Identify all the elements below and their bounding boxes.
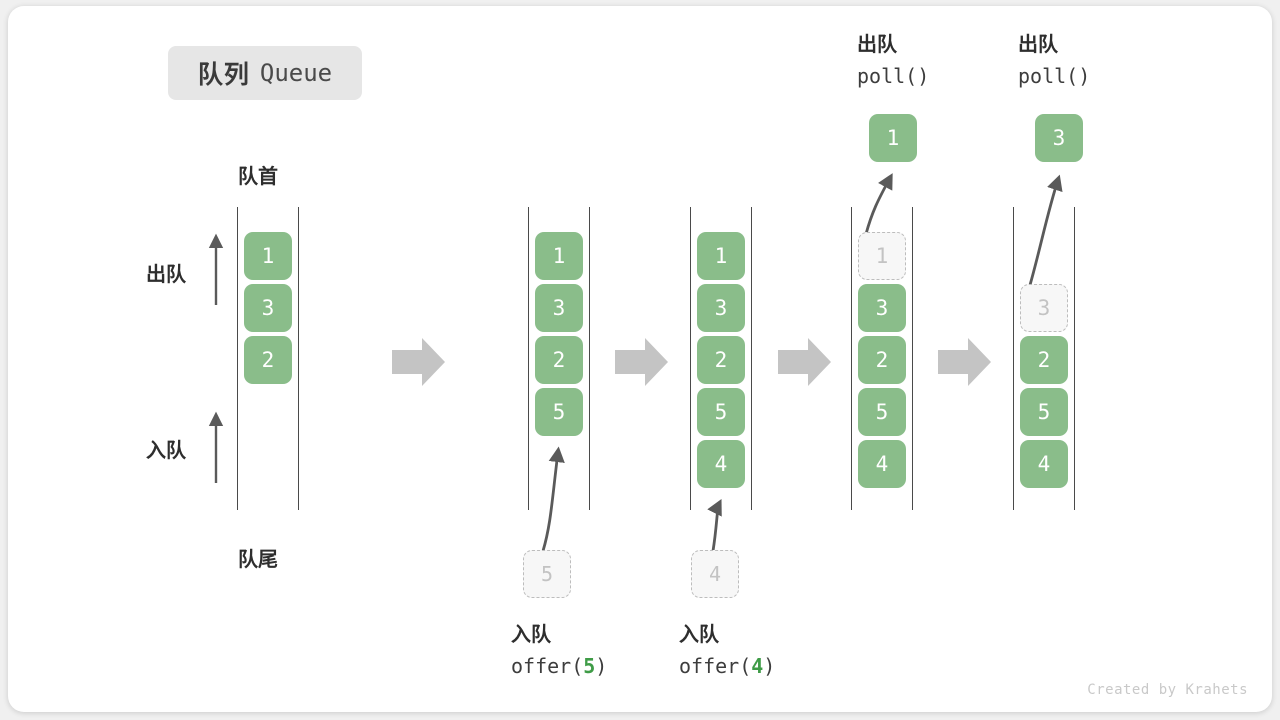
queue-cell: 4 — [697, 440, 745, 488]
enqueue-side-label: 入队 — [146, 434, 186, 463]
queue-rail-right — [589, 207, 590, 510]
title-badge: 队列 Queue — [168, 46, 362, 100]
queue-column-offer-4: 1 3 2 5 4 — [690, 207, 752, 510]
caption-code-pre: offer( — [511, 654, 584, 678]
incoming-element-4: 4 — [691, 550, 739, 598]
caption-code: poll() — [1018, 61, 1090, 92]
queue-cell: 2 — [858, 336, 906, 384]
queue-rail-right — [912, 207, 913, 510]
caption-poll-3: 出队 poll() — [1018, 30, 1090, 92]
credit-text: Created by Krahets — [1087, 682, 1248, 698]
queue-cell: 1 — [535, 232, 583, 280]
diagram-card — [8, 6, 1272, 712]
caption-cn: 出队 — [1018, 34, 1058, 56]
caption-offer-4: 入队 offer(4) — [679, 620, 775, 682]
caption-code-pre: offer( — [679, 654, 752, 678]
queue-cell: 4 — [858, 440, 906, 488]
caption-code: poll() — [857, 61, 929, 92]
queue-cell: 5 — [858, 388, 906, 436]
queue-rail-left — [851, 207, 852, 510]
caption-code-post: ) — [917, 64, 930, 88]
caption-code-arg: 5 — [583, 654, 596, 678]
queue-column-initial: 1 3 2 — [237, 207, 299, 510]
queue-cell: 1 — [697, 232, 745, 280]
caption-cn: 入队 — [511, 624, 551, 646]
queue-cell-removed: 3 — [1020, 284, 1068, 332]
queue-column-poll-1: 1 3 2 5 4 — [851, 207, 913, 510]
queue-cell: 5 — [697, 388, 745, 436]
queue-cell: 3 — [697, 284, 745, 332]
queue-rail-right — [1074, 207, 1075, 510]
queue-rail-left — [690, 207, 691, 510]
queue-cell: 2 — [697, 336, 745, 384]
caption-code: offer(4) — [679, 651, 775, 682]
queue-cell: 2 — [535, 336, 583, 384]
queue-cell: 5 — [1020, 388, 1068, 436]
queue-cell: 3 — [535, 284, 583, 332]
queue-cell: 2 — [244, 336, 292, 384]
title-chinese: 队列 — [197, 61, 250, 89]
caption-code-post: ) — [595, 654, 608, 678]
caption-code-post: ) — [1078, 64, 1091, 88]
queue-cell: 3 — [858, 284, 906, 332]
caption-offer-5: 入队 offer(5) — [511, 620, 607, 682]
queue-rear-label: 队尾 — [238, 549, 278, 571]
caption-cn: 入队 — [679, 624, 719, 646]
queue-rail-left — [1013, 207, 1014, 510]
dequeued-element-3: 3 — [1035, 114, 1083, 162]
dequeued-element-1: 1 — [869, 114, 917, 162]
title-english: Queue — [259, 59, 333, 87]
queue-cell: 5 — [535, 388, 583, 436]
queue-rail-right — [751, 207, 752, 510]
queue-cell: 3 — [244, 284, 292, 332]
queue-cell: 1 — [244, 232, 292, 280]
queue-column-offer-5: 1 3 2 5 — [528, 207, 590, 510]
caption-poll-1: 出队 poll() — [857, 30, 929, 92]
queue-front-label: 队首 — [238, 166, 278, 188]
caption-code-pre: poll( — [857, 64, 918, 88]
enqueue-side-label-text: 入队 — [146, 440, 186, 462]
dequeue-side-label: 出队 — [146, 258, 186, 287]
caption-code-arg: 4 — [751, 654, 764, 678]
caption-cn: 出队 — [857, 34, 897, 56]
queue-cell-removed: 1 — [858, 232, 906, 280]
queue-rail-left — [528, 207, 529, 510]
queue-column-poll-3: 3 2 5 4 — [1013, 207, 1075, 510]
incoming-element-5: 5 — [523, 550, 571, 598]
queue-cell: 4 — [1020, 440, 1068, 488]
caption-code-post: ) — [763, 654, 776, 678]
queue-rail-right — [298, 207, 299, 510]
caption-code: offer(5) — [511, 651, 607, 682]
queue-cell: 2 — [1020, 336, 1068, 384]
queue-rail-left — [237, 207, 238, 510]
caption-code-pre: poll( — [1018, 64, 1079, 88]
dequeue-side-label-text: 出队 — [146, 264, 186, 286]
